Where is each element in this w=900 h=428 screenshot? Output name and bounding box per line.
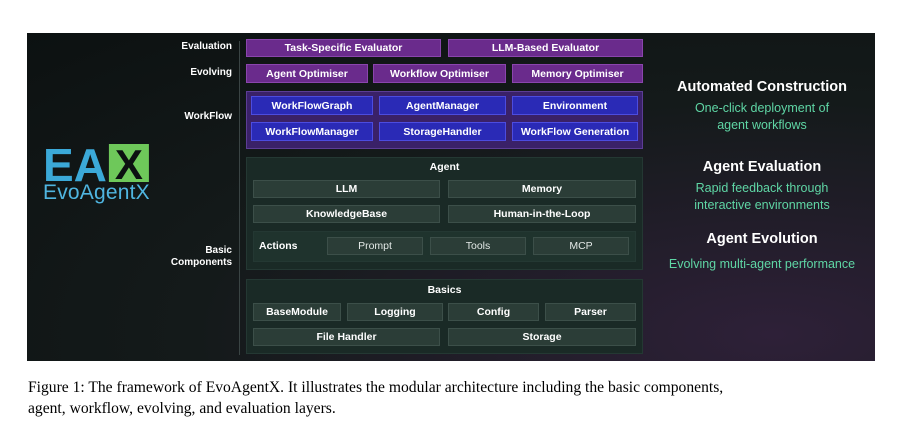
agent-human-in-the-loop: Human-in-the-Loop — [448, 205, 636, 223]
layer-label-evaluation: Evaluation — [181, 41, 232, 52]
eax-logo-mark: EA X — [43, 141, 149, 185]
feature-desc-agent-evaluation: Rapid feedback through interactive envir… — [649, 180, 875, 214]
action-prompt: Prompt — [327, 237, 423, 255]
workflow-generation: WorkFlow Generation — [512, 122, 638, 141]
agent-memory: Memory — [448, 180, 636, 198]
workflow-storage-handler: StorageHandler — [379, 122, 506, 141]
basic-label-line1: Basic — [205, 245, 232, 256]
layer-label-evolving: Evolving — [190, 67, 232, 78]
basics-title: Basics — [427, 284, 462, 296]
workflow-manager: WorkFlowManager — [251, 122, 373, 141]
evolving-memory-optimiser: Memory Optimiser — [512, 64, 643, 83]
basics-config: Config — [448, 303, 539, 321]
evolving-workflow-optimiser: Workflow Optimiser — [373, 64, 506, 83]
basics-parser: Parser — [545, 303, 636, 321]
action-tools: Tools — [430, 237, 526, 255]
feature-title-agent-evaluation: Agent Evaluation — [702, 159, 822, 175]
actions-label: Actions — [259, 240, 298, 252]
layer-label-basic-components: Basic Components — [112, 245, 232, 269]
workflow-graph: WorkFlowGraph — [251, 96, 373, 115]
framework-diagram: EA X EvoAgentX Evaluation Evolving WorkF… — [27, 33, 875, 361]
feature-title-automated-construction: Automated Construction — [677, 79, 847, 95]
logo-x-letter: X — [115, 141, 143, 185]
layer-label-workflow: WorkFlow — [184, 111, 232, 122]
basics-basemodule: BaseModule — [253, 303, 341, 321]
basics-file-handler: File Handler — [253, 328, 440, 346]
evaluation-task-specific: Task-Specific Evaluator — [246, 39, 441, 57]
caption-line-1: Figure 1: The framework of EvoAgentX. It… — [28, 379, 724, 396]
evolving-agent-optimiser: Agent Optimiser — [246, 64, 368, 83]
feature-desc-automated-construction: One-click deployment of agent workflows — [649, 100, 875, 134]
caption-line-2: agent, workflow, evolving, and evaluatio… — [28, 400, 336, 417]
workflow-agent-manager: AgentManager — [379, 96, 506, 115]
agent-llm: LLM — [253, 180, 440, 198]
feature-desc-agent-evolution: Evolving multi-agent performance — [649, 256, 875, 273]
feature-desc-line: interactive environments — [694, 198, 830, 212]
feature-title-agent-evolution: Agent Evolution — [706, 231, 818, 247]
agent-knowledgebase: KnowledgeBase — [253, 205, 440, 223]
evaluation-llm-based: LLM-Based Evaluator — [448, 39, 643, 57]
agent-title: Agent — [429, 161, 460, 173]
logo-name: EvoAgentX — [43, 181, 150, 204]
figure-caption: Figure 1: The framework of EvoAgentX. It… — [28, 377, 876, 419]
layer-divider — [239, 41, 240, 355]
workflow-environment: Environment — [512, 96, 638, 115]
logo-letters: EA — [43, 141, 107, 185]
feature-desc-line: One-click deployment of — [694, 101, 830, 115]
feature-desc-line: Evolving multi-agent performance — [668, 257, 856, 271]
basics-logging: Logging — [347, 303, 443, 321]
basic-label-line2: Components — [170, 257, 232, 268]
basics-storage: Storage — [448, 328, 636, 346]
logo: EA X EvoAgentX — [43, 141, 163, 211]
logo-x-square — [108, 144, 149, 182]
feature-desc-line: Rapid feedback through — [695, 181, 829, 195]
feature-desc-line: agent workflows — [717, 118, 807, 132]
action-mcp: MCP — [533, 237, 629, 255]
